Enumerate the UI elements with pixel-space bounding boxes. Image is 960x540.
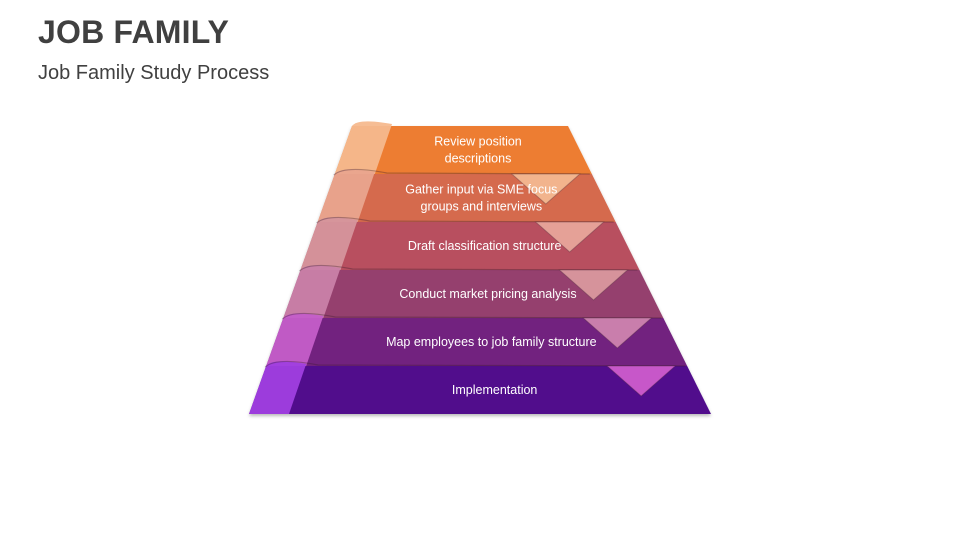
layer-label: Conduct market pricing analysis xyxy=(399,287,576,301)
layer-tab xyxy=(334,121,392,174)
layer-label-line: Conduct market pricing analysis xyxy=(399,287,576,301)
slide-title: JOB FAMILY xyxy=(38,14,230,50)
pyramid-layer: Draft classification structure xyxy=(300,216,640,270)
layer-separator xyxy=(316,216,614,224)
layer-tab xyxy=(249,361,307,414)
layer-band xyxy=(283,270,664,318)
layer-label: Map employees to job family structure xyxy=(386,335,597,349)
layer-separator xyxy=(333,168,590,176)
pyramid-layer: Review position descriptions xyxy=(334,121,592,174)
layer-marker xyxy=(534,221,605,253)
layer-tab xyxy=(283,265,341,318)
layer-label-line: descriptions xyxy=(445,152,512,166)
layer-marker xyxy=(558,269,629,301)
layer-marker xyxy=(582,317,653,349)
layer-label-line: Draft classification structure xyxy=(408,239,562,253)
layer-label-line: groups and interviews xyxy=(421,200,543,214)
layer-tab xyxy=(300,217,358,270)
layer-band xyxy=(249,366,711,414)
layer-marker xyxy=(605,365,677,397)
layer-tab xyxy=(266,313,324,366)
pyramid-layer: Map employees to job family structure xyxy=(266,312,688,366)
layer-band xyxy=(334,126,592,174)
pyramid-layer: Implementation xyxy=(249,360,711,414)
layer-label: Review position descriptions xyxy=(434,135,522,166)
layer-separator xyxy=(264,360,686,368)
layer-label-line: Review position xyxy=(434,135,522,149)
layer-marker xyxy=(510,173,582,205)
pyramid-layer: Conduct market pricing analysis xyxy=(283,264,664,318)
layer-separator xyxy=(281,312,662,320)
layer-label-line: Map employees to job family structure xyxy=(386,335,597,349)
layer-label: Gather input via SME focus groups and int… xyxy=(405,183,557,214)
layer-label: Draft classification structure xyxy=(408,239,562,253)
layer-separator xyxy=(299,264,638,272)
layer-label: Implementation xyxy=(452,383,538,397)
pyramid-layer: Gather input via SME focus groups and int… xyxy=(317,168,616,222)
slide-subtitle: Job Family Study Process xyxy=(38,62,270,84)
layer-band xyxy=(266,318,688,366)
layer-label-line: Implementation xyxy=(452,383,538,397)
layer-tab xyxy=(317,169,375,222)
layer-label-line: Gather input via SME focus xyxy=(405,183,557,197)
